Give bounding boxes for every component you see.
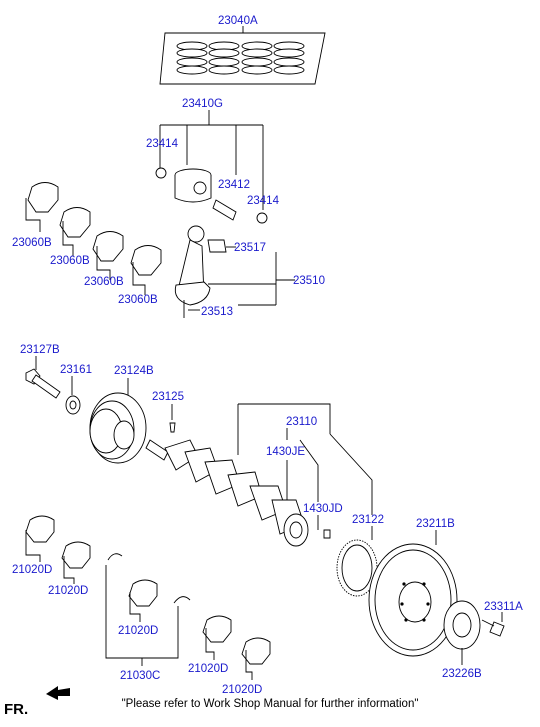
part-number-23124B[interactable]: 23124B [114, 365, 154, 377]
part-number-23414-right[interactable]: 23414 [247, 195, 280, 207]
part-number-1430JE[interactable]: 1430JE [266, 446, 305, 458]
part-number-23414-left[interactable]: 23414 [146, 138, 179, 150]
front-direction-arrow-icon [46, 686, 70, 700]
part-number-21020D-1[interactable]: 21020D [12, 564, 52, 576]
rod-bearing [207, 239, 227, 253]
part-number-23510[interactable]: 23510 [293, 275, 325, 287]
thrust-washer-right [173, 596, 191, 604]
part-number-23127B[interactable]: 23127B [20, 344, 60, 356]
part-number-23226B[interactable]: 23226B [442, 668, 482, 680]
part-number-23060B-2[interactable]: 23060B [50, 255, 90, 267]
part-number-23412[interactable]: 23412 [218, 179, 250, 191]
conrod-bearing-set [27, 182, 162, 276]
workshop-manual-note: "Please refer to Work Shop Manual for fu… [121, 698, 419, 710]
connecting-rod [174, 225, 211, 318]
drive-plate-bolt [481, 619, 505, 637]
piston-pin-clip [155, 167, 167, 179]
part-number-23513[interactable]: 23513 [201, 306, 233, 318]
crank-dowel-pin [323, 529, 331, 539]
main-bearing-set [25, 515, 271, 665]
crankshaft [145, 439, 309, 547]
part-number-23211B[interactable]: 23211B [416, 518, 455, 530]
part-number-21030C[interactable]: 21030C [120, 670, 160, 682]
part-number-23060B-4[interactable]: 23060B [118, 294, 158, 306]
front-label: FR. [4, 701, 29, 718]
drive-plate [368, 543, 458, 657]
piston [174, 168, 212, 203]
piston-pin-clip-2 [256, 212, 268, 224]
part-number-23161[interactable]: 23161 [60, 364, 92, 376]
adapter-plate [443, 600, 481, 650]
part-number-21020D-5[interactable]: 21020D [222, 684, 262, 696]
part-number-23110[interactable]: 23110 [286, 416, 317, 428]
part-number-23060B-1[interactable]: 23060B [12, 237, 52, 249]
crankshaft-pulley-bolt [25, 368, 61, 399]
piston-pin [212, 199, 237, 221]
part-number-23060B-3[interactable]: 23060B [84, 276, 124, 288]
part-number-23517[interactable]: 23517 [234, 242, 266, 254]
part-number-23125[interactable]: 23125 [152, 391, 184, 403]
part-number-23040A[interactable]: 23040A [218, 15, 258, 27]
part-number-23122[interactable]: 23122 [352, 514, 384, 526]
part-number-21020D-3[interactable]: 21020D [118, 625, 158, 637]
part-number-23311A[interactable]: 23311A [484, 601, 523, 613]
thrust-washer-left [107, 553, 123, 561]
part-number-21020D-4[interactable]: 21020D [188, 663, 228, 675]
ring-gear [336, 539, 378, 597]
crankshaft-pulley [89, 392, 147, 464]
part-number-21020D-2[interactable]: 21020D [48, 585, 88, 597]
part-number-23410G[interactable]: 23410G [182, 98, 223, 110]
woodruff-key [169, 422, 176, 433]
part-number-1430JD[interactable]: 1430JD [303, 503, 343, 515]
piston-ring-set [159, 32, 326, 85]
